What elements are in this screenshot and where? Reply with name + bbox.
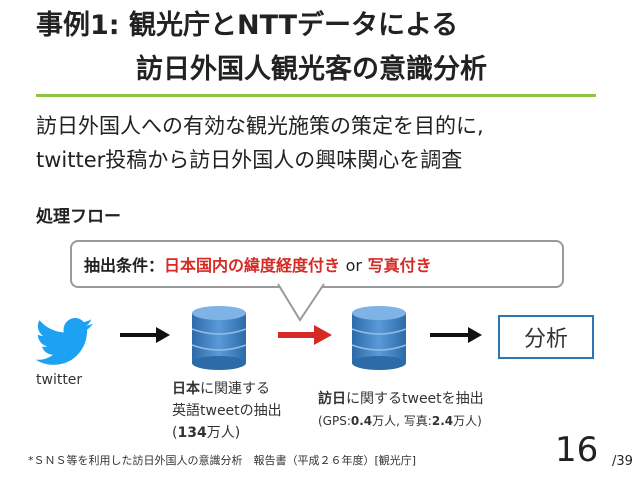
title-line-2: 訪日外国人観光客の意識分析	[136, 54, 487, 85]
title-line-1: 事例1: 観光庁とNTTデータによる	[36, 10, 459, 41]
database-icon-2	[351, 306, 407, 370]
db1-note-open: (	[172, 425, 178, 441]
page-number: 16	[555, 430, 599, 470]
db2-gps-unit: 万人, 写真:	[372, 414, 432, 428]
db2-note: 訪日に関するtweetを抽出 (GPS:0.4万人, 写真:2.4万人)	[318, 388, 484, 432]
intro-line-1: 訪日外国人への有効な観光施策の策定を目的に,	[36, 114, 484, 138]
analysis-box: 分析	[498, 315, 594, 359]
flow-arrow-1	[120, 327, 170, 343]
footnote: *ＳＮＳ等を利用した訪日外国人の意識分析 報告書（平成２６年度）[観光庁]	[28, 454, 417, 467]
callout-tail	[277, 282, 325, 322]
condition-geo: 日本国内の緯度経度付き	[164, 256, 341, 275]
intro-line-2: twitter投稿から訪日外国人の興味関心を調査	[36, 148, 463, 172]
twitter-label: twitter	[36, 372, 83, 388]
condition-text: 抽出条件：日本国内の緯度経度付き or 写真付き	[84, 252, 432, 276]
twitter-bird-icon	[36, 318, 93, 365]
flow-arrow-2	[278, 325, 332, 345]
db1-note-close: 万人)	[206, 425, 241, 441]
db2-note-text: に関するtweetを抽出	[346, 391, 484, 407]
flow-arrow-3	[430, 327, 482, 343]
condition-label: 抽出条件：	[84, 256, 165, 275]
db2-gps-value: 0.4	[350, 414, 373, 428]
page-total: /39	[612, 454, 633, 469]
db1-note-bold: 日本	[172, 381, 200, 397]
title-divider	[36, 94, 596, 97]
db2-gps-prefix: (GPS:	[318, 414, 351, 428]
database-icon-1	[191, 306, 247, 370]
db2-photo-unit: 万人)	[453, 414, 482, 428]
condition-photo: 写真付き	[367, 256, 432, 275]
condition-or: or	[345, 256, 362, 275]
db1-note-line2: 英語tweetの抽出	[172, 403, 282, 419]
flow-heading: 処理フロー	[36, 207, 121, 227]
db1-note-text: に関連する	[200, 381, 270, 397]
db2-photo-value: 2.4	[431, 414, 454, 428]
db1-note: 日本に関連する 英語tweetの抽出 (134万人)	[172, 378, 282, 444]
db2-note-bold: 訪日	[318, 391, 346, 407]
db1-note-count: 134	[177, 425, 207, 441]
